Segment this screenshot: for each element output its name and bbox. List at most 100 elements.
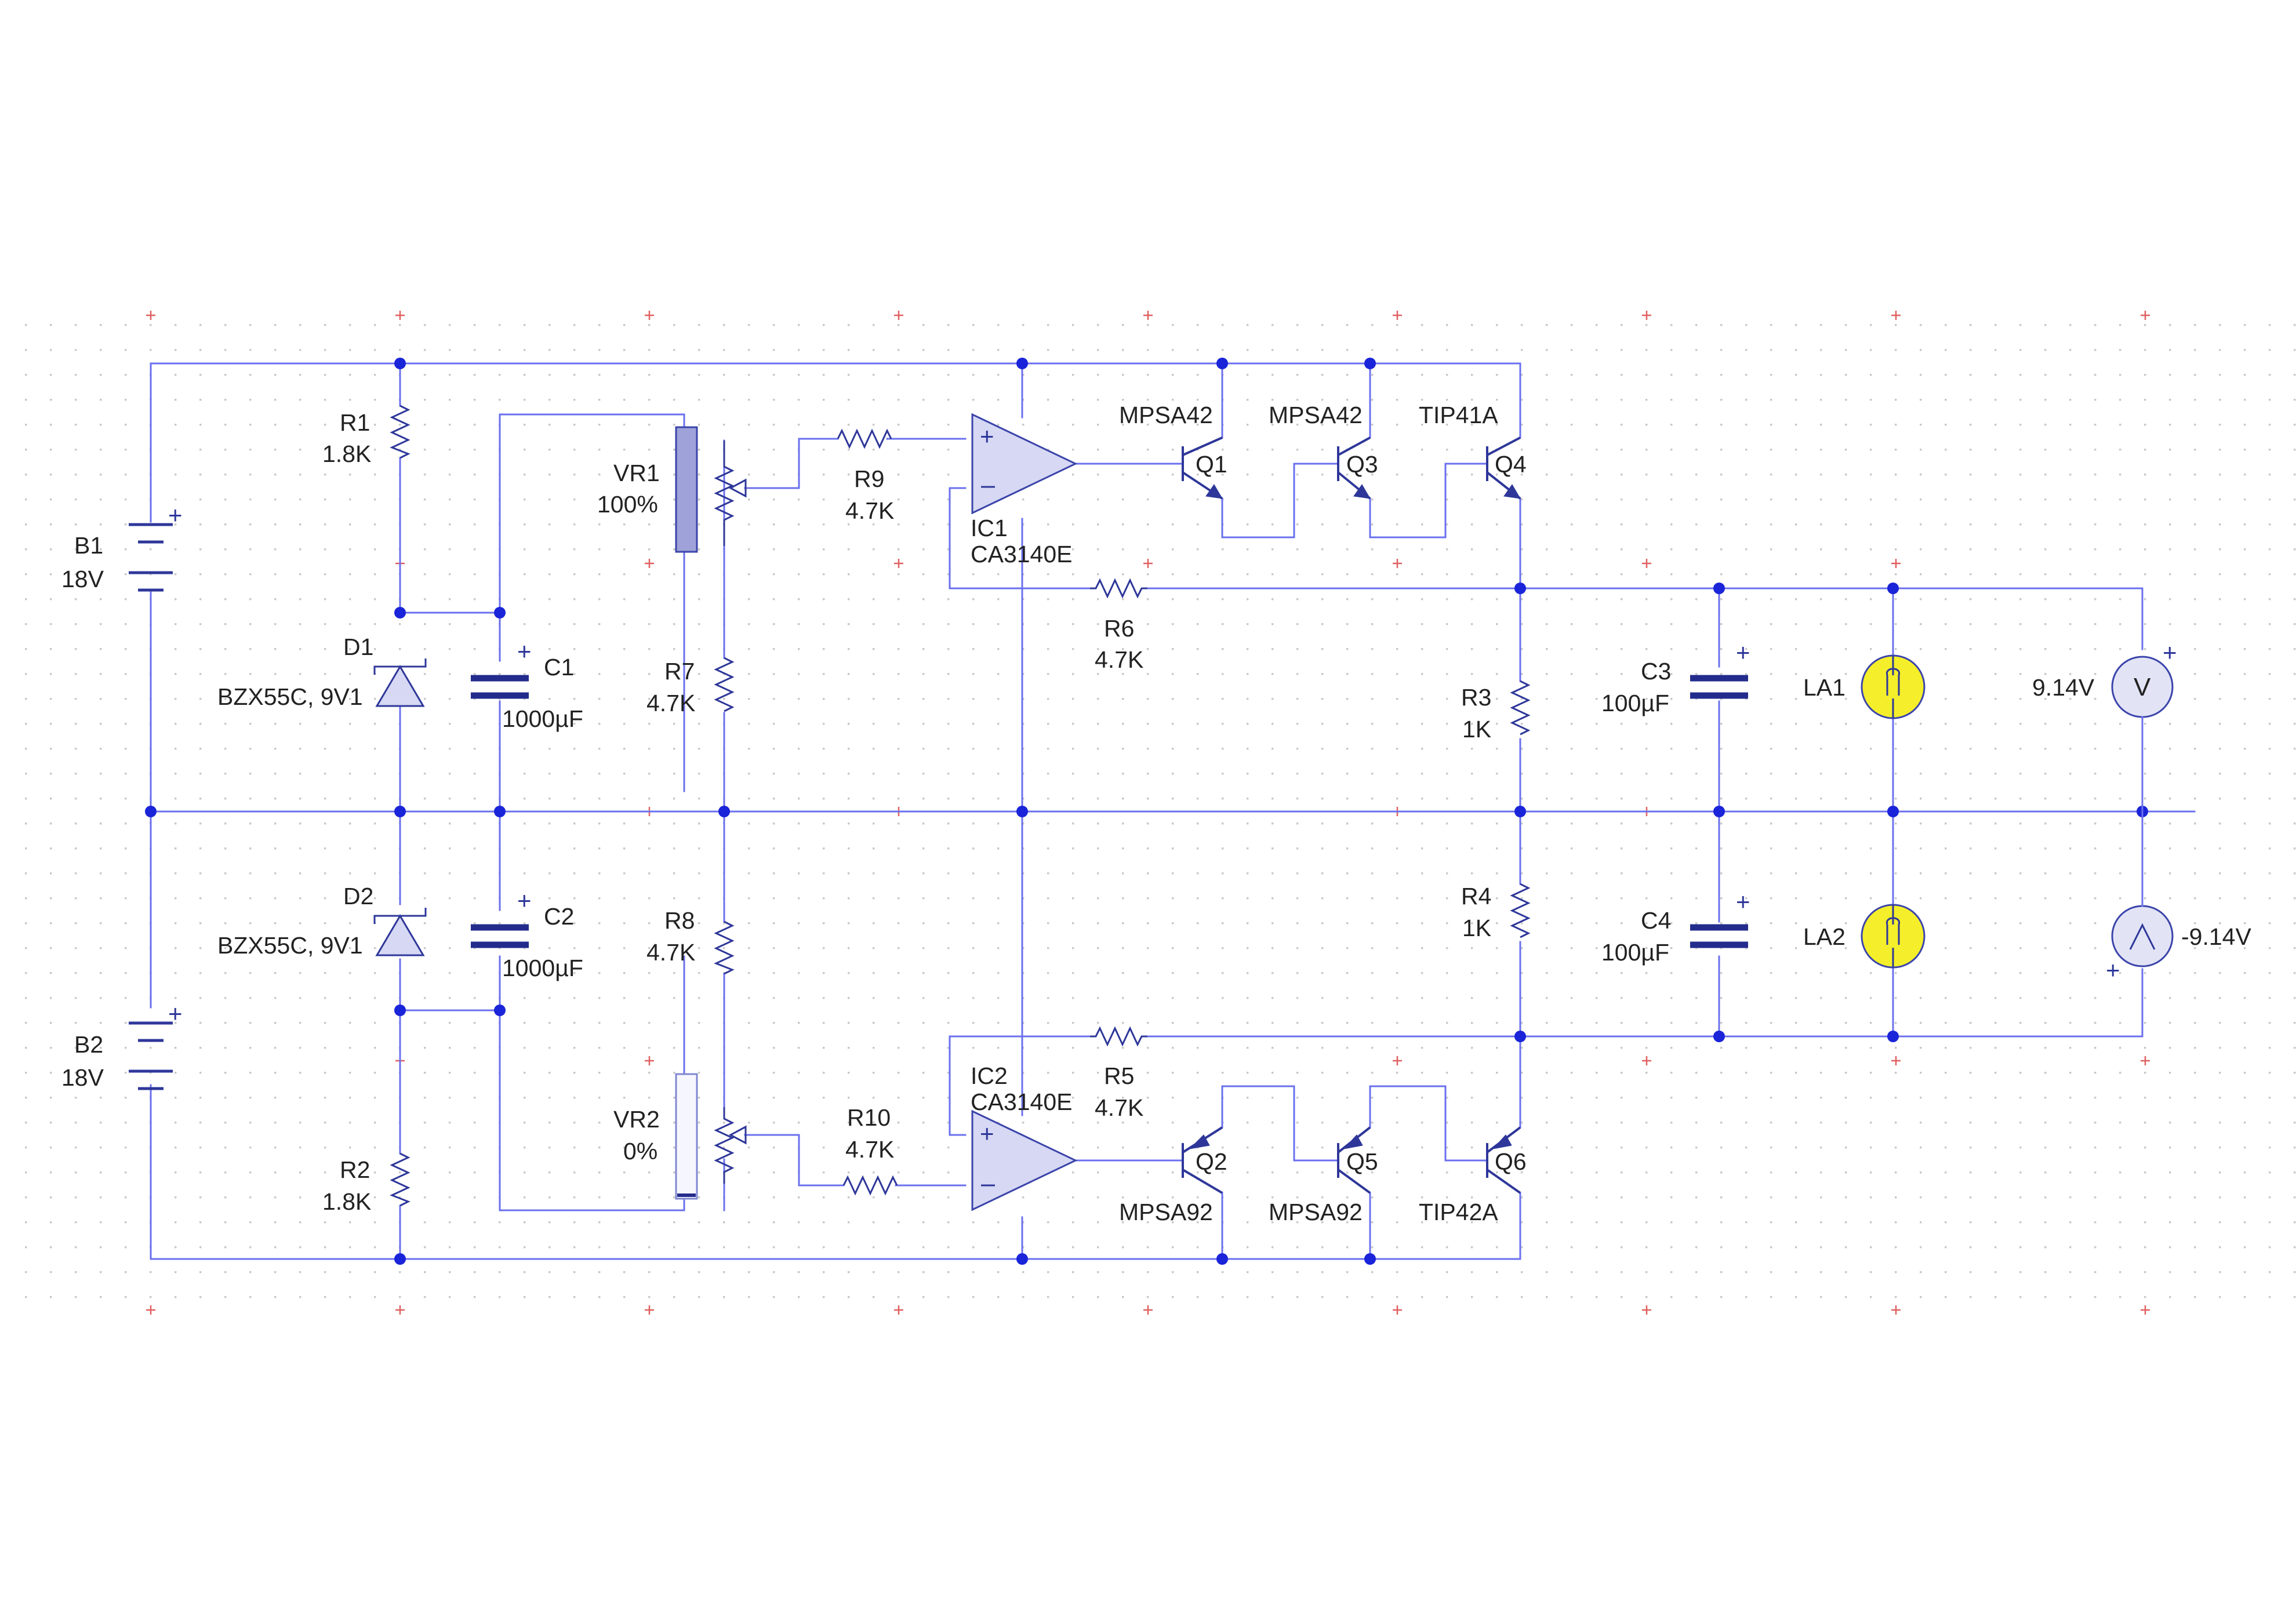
r5-value: 4.7K	[1095, 1094, 1143, 1121]
c1-ref: C1	[544, 654, 574, 681]
c4-ref: C4	[1641, 907, 1671, 934]
la2-ref: LA2	[1803, 923, 1845, 950]
lamp-la2: LA2	[1803, 904, 1926, 969]
b2-ref: B2	[74, 1031, 103, 1058]
r5-ref: R5	[1104, 1062, 1134, 1089]
transistor-q5: Q5 MPSA92	[1269, 1126, 1378, 1225]
r10-ref: R10	[847, 1104, 891, 1131]
svg-text:+: +	[1736, 639, 1750, 666]
wires	[150, 362, 2196, 1260]
resistor-r6: R6 4.7K	[1090, 578, 1147, 673]
r9-value: 4.7K	[845, 497, 894, 524]
b1-ref: B1	[74, 532, 103, 559]
ic1-ref: IC1	[971, 515, 1008, 541]
ic2-part: CA3140E	[971, 1089, 1073, 1115]
capacitor-c3: + C3 100µF	[1601, 639, 1750, 716]
q3-ref: Q3	[1346, 451, 1378, 478]
r7-value: 4.7K	[646, 690, 695, 716]
resistor-r2: R2 1.8K	[322, 1152, 410, 1215]
r3-value: 1K	[1462, 716, 1491, 743]
junction-dots	[145, 358, 2148, 1265]
vr2-ref: VR2	[613, 1106, 660, 1133]
c4-value: 100µF	[1601, 939, 1669, 966]
transistor-q6: Q6 TIP42A	[1419, 1126, 1527, 1225]
c1-value: 1000µF	[502, 705, 583, 732]
battery-b2: + B2 18V	[61, 1000, 183, 1091]
potentiometer-vr2: VR2 0%	[613, 1073, 747, 1200]
q1-ref: Q1	[1196, 451, 1227, 478]
q4-part: TIP41A	[1419, 402, 1498, 428]
resistor-r10: R10 4.7K	[842, 1104, 898, 1196]
voltmeter-icon	[2111, 905, 2174, 967]
capacitor-c2: + C2 1000µF	[471, 887, 583, 981]
ic1-part: CA3140E	[971, 541, 1073, 567]
transistor-q1: MPSA42 Q1	[1119, 402, 1227, 500]
q3-part: MPSA42	[1269, 402, 1363, 428]
resistor-r1: R1 1.8K	[322, 405, 410, 467]
meter-reading-positive: 9.14V	[2032, 674, 2095, 701]
potentiometer-vr1: VR1 100%	[597, 426, 747, 553]
d2-value: BZX55C, 9V1	[217, 932, 363, 959]
opamp-ic2: + IC2 CA3140E	[971, 1062, 1078, 1211]
r6-ref: R6	[1104, 615, 1134, 642]
q5-part: MPSA92	[1269, 1199, 1363, 1225]
r8-ref: R8	[664, 907, 695, 934]
q4-ref: Q4	[1495, 451, 1527, 478]
r4-ref: R4	[1461, 883, 1491, 909]
c2-value: 1000µF	[502, 955, 583, 981]
q2-ref: Q2	[1196, 1148, 1227, 1175]
transistor-q3: MPSA42 Q3	[1269, 402, 1378, 500]
q5-ref: Q5	[1346, 1148, 1378, 1175]
meter-reading-negative: -9.14V	[2181, 923, 2251, 950]
resistor-r5: R5 4.7K	[1090, 1026, 1147, 1121]
la1-ref: LA1	[1803, 674, 1845, 701]
zener-d2: D2 BZX55C, 9V1	[217, 883, 427, 959]
svg-text:+: +	[980, 1120, 994, 1147]
d2-ref: D2	[343, 883, 373, 909]
transistor-q2: Q2 MPSA92	[1119, 1126, 1227, 1225]
c3-value: 100µF	[1601, 690, 1669, 716]
r9-ref: R9	[854, 465, 884, 492]
lamp-la1: LA1	[1803, 654, 1926, 719]
capacitor-c4: + C4 100µF	[1601, 888, 1750, 966]
battery-b1: + B1 18V	[61, 501, 183, 592]
transistor-q4: TIP41A Q4	[1419, 402, 1527, 500]
resistor-r9: R9 4.7K	[837, 428, 894, 524]
q6-ref: Q6	[1495, 1148, 1527, 1175]
resistor-r7: R7 4.7K	[646, 657, 735, 716]
opamp-ic1: + IC1 CA3140E	[971, 413, 1078, 567]
svg-text:+: +	[168, 501, 183, 529]
r6-value: 4.7K	[1095, 646, 1143, 673]
r3-ref: R3	[1461, 684, 1491, 711]
r1-value: 1.8K	[322, 441, 371, 467]
c2-ref: C2	[544, 903, 574, 930]
svg-text:+: +	[1736, 888, 1750, 915]
zener-d1: D1 BZX55C, 9V1	[217, 634, 427, 710]
svg-text:+: +	[2106, 956, 2120, 984]
r2-value: 1.8K	[322, 1188, 371, 1215]
d1-value: BZX55C, 9V1	[217, 683, 363, 710]
resistor-r8: R8 4.7K	[646, 907, 735, 975]
resistor-r3: R3 1K	[1461, 680, 1531, 743]
d1-ref: D1	[343, 634, 373, 660]
r2-ref: R2	[340, 1156, 370, 1183]
r10-value: 4.7K	[845, 1136, 894, 1163]
svg-text:V: V	[2134, 673, 2151, 701]
ic2-ref: IC2	[971, 1062, 1008, 1089]
r4-value: 1K	[1462, 915, 1491, 941]
svg-text:+: +	[980, 423, 994, 450]
vr1-value: 100%	[597, 491, 658, 518]
capacitor-c1: + C1 1000µF	[471, 638, 583, 732]
r8-value: 4.7K	[646, 939, 695, 966]
voltmeter-negative: + -9.14V	[2106, 810, 2251, 984]
resistor-r4: R4 1K	[1461, 883, 1531, 941]
c3-ref: C3	[1641, 658, 1671, 685]
q6-part: TIP42A	[1419, 1199, 1498, 1225]
vr1-ref: VR1	[613, 460, 660, 486]
svg-text:+: +	[517, 887, 532, 914]
svg-text:+: +	[517, 638, 532, 665]
r7-ref: R7	[664, 658, 695, 685]
svg-text:+: +	[168, 1000, 183, 1027]
svg-text:+: +	[2163, 639, 2177, 666]
